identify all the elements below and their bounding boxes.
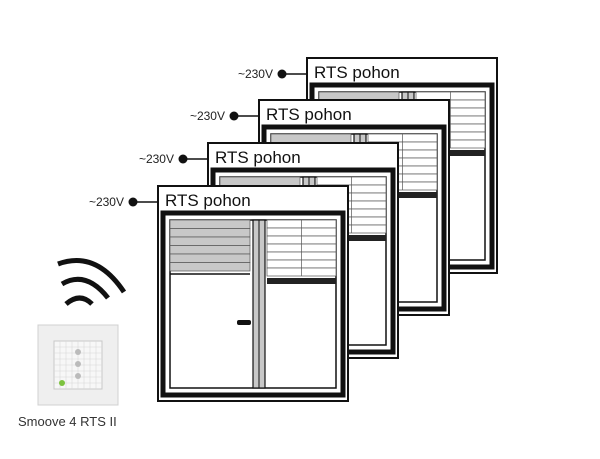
unit-label: RTS pohon bbox=[266, 105, 352, 124]
rts-unit: RTS pohon ~230V bbox=[89, 185, 349, 402]
power-connector-icon bbox=[277, 69, 287, 79]
blind-slat bbox=[169, 262, 251, 272]
window-handle bbox=[237, 320, 251, 325]
remote-led bbox=[59, 380, 65, 386]
blind-bottom-bar bbox=[317, 235, 386, 241]
voltage-label: ~230V bbox=[89, 195, 124, 209]
remote-button-down bbox=[75, 373, 81, 379]
remote-caption: Smoove 4 RTS II bbox=[18, 414, 117, 429]
remote-button-my bbox=[75, 361, 81, 367]
blind-slat bbox=[169, 236, 251, 246]
wireless-signal-icon bbox=[57, 258, 127, 306]
blind-bottom-bar bbox=[368, 192, 437, 198]
voltage-label: ~230V bbox=[238, 67, 273, 81]
blind-slat bbox=[219, 176, 301, 186]
unit-label: RTS pohon bbox=[215, 148, 301, 167]
blind-slat bbox=[169, 253, 251, 263]
unit-label: RTS pohon bbox=[314, 63, 400, 82]
blind-slat bbox=[169, 228, 251, 238]
blind-slat bbox=[169, 219, 251, 229]
voltage-label: ~230V bbox=[139, 152, 174, 166]
power-connector-icon bbox=[229, 111, 239, 121]
power-connector-icon bbox=[178, 154, 188, 164]
blind-bottom-bar bbox=[267, 278, 336, 284]
remote-control bbox=[37, 258, 127, 406]
unit-label: RTS pohon bbox=[165, 191, 251, 210]
remote-button-up bbox=[75, 349, 81, 355]
blind-slat bbox=[169, 245, 251, 255]
voltage-label: ~230V bbox=[190, 109, 225, 123]
blind-slat bbox=[270, 133, 352, 143]
blind-bottom-bar bbox=[416, 150, 485, 156]
power-connector-icon bbox=[128, 197, 138, 207]
